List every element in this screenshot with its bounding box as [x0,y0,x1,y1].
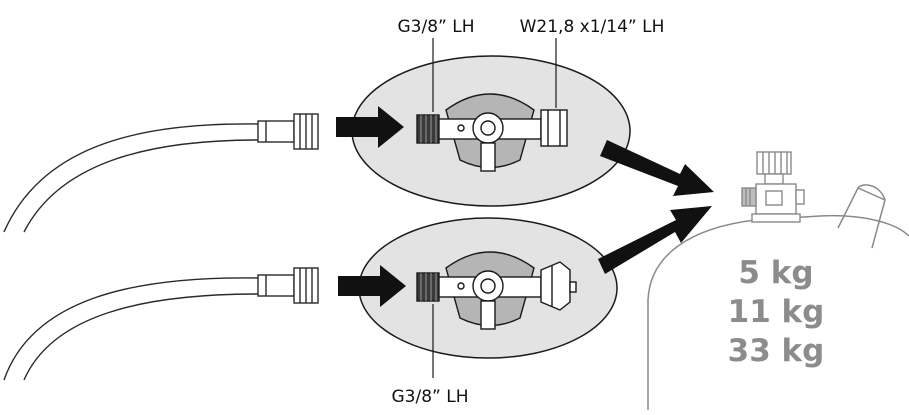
thread-label-top-right: W21,8 x1/14” LH [520,17,665,37]
leader-lines [432,38,557,378]
regulator-valve-icon [416,251,577,330]
regulator-valve-icon [416,93,568,172]
hose-bottom-icon [3,267,319,381]
cylinder-weight-11kg: 11 kg [728,294,825,330]
arrow-icon [336,106,404,148]
arrow-icon [338,265,406,307]
arrow-icon [600,140,714,196]
thread-label-top-left: G3/8” LH [398,17,475,37]
hose-top-icon [3,113,319,233]
cylinder-valve-icon [741,151,805,223]
cylinder-weight-5kg: 5 kg [738,255,813,291]
cylinder-weight-33kg: 33 kg [728,333,825,369]
thread-label-bottom: G3/8” LH [392,387,469,407]
arrow-icon [598,206,712,274]
gas-cylinder-icon [647,214,909,410]
cylinder-handle-icon [837,184,886,249]
